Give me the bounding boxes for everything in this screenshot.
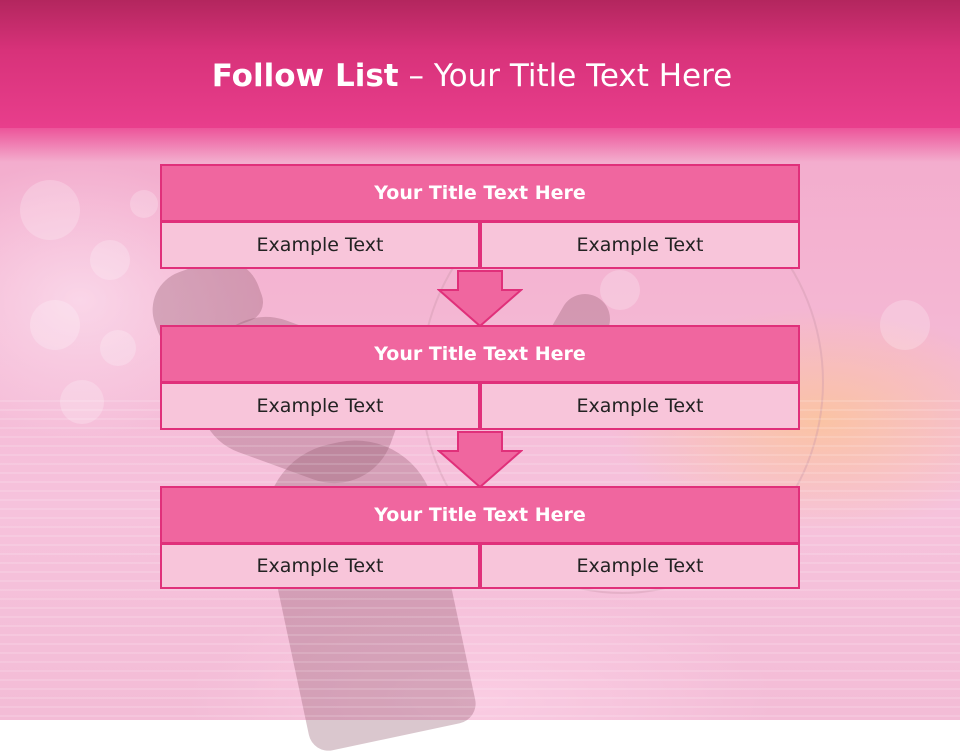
down-arrow-icon — [437, 431, 523, 489]
down-arrow-icon — [437, 270, 523, 328]
block-cell-left: Example Text — [160, 221, 480, 269]
bokeh-light — [20, 180, 80, 240]
bokeh-light — [30, 300, 80, 350]
bokeh-light — [90, 240, 130, 280]
block-cell-right: Example Text — [480, 382, 800, 430]
block-cell-right: Example Text — [480, 221, 800, 269]
slide-title-bold: Follow List — [211, 58, 399, 94]
title-bar — [0, 0, 960, 128]
bokeh-light — [60, 380, 104, 424]
bokeh-light — [100, 330, 136, 366]
slide-title-rest: – Your Title Text Here — [398, 58, 733, 94]
block-cell-left: Example Text — [160, 382, 480, 430]
title-bar-fade — [0, 128, 960, 162]
block-cell-left: Example Text — [160, 543, 480, 589]
bokeh-light — [130, 190, 158, 218]
block-title: Your Title Text Here — [160, 164, 800, 222]
bokeh-light — [880, 300, 930, 350]
block-title: Your Title Text Here — [160, 325, 800, 383]
slide-title: Follow List – Your Title Text Here — [0, 54, 944, 98]
block-cell-right: Example Text — [480, 543, 800, 589]
block-title: Your Title Text Here — [160, 486, 800, 544]
